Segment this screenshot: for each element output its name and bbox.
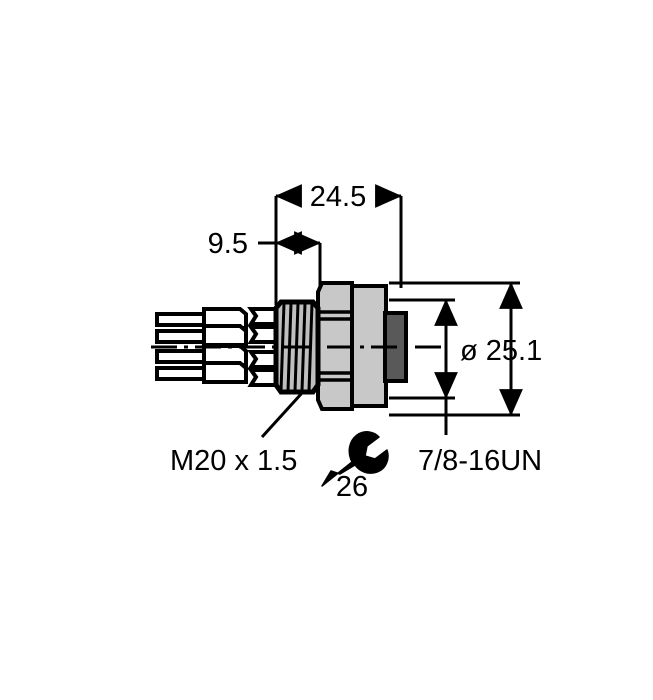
- label-wrench-size: 26: [336, 471, 368, 503]
- wire-outer-sleeve: [155, 329, 209, 344]
- wire-row: [155, 344, 248, 367]
- dimension-thread-length: 9.5: [208, 228, 322, 288]
- dimension-label-thread-length: 9.5: [208, 228, 248, 260]
- wire-terminal: [202, 361, 248, 384]
- wire-row: [155, 307, 248, 330]
- label-front-thread: 7/8-16UN: [418, 445, 542, 477]
- leader-rear-thread-label: [260, 391, 304, 439]
- wire-row: [155, 361, 248, 384]
- label-rear-thread: M20 x 1.5: [170, 445, 297, 477]
- dimension-label-outer-diameter: ø 25.1: [460, 335, 542, 367]
- wire-group: [155, 307, 248, 384]
- wire-outer-sleeve: [155, 366, 209, 381]
- wrench-icon-glyph: [321, 431, 389, 487]
- wire-outer-sleeve: [155, 349, 209, 364]
- dimension-label-overall-length: 24.5: [310, 181, 366, 213]
- wrench-icon: [321, 431, 389, 487]
- dimension-outer-diameter: ø 25.1: [389, 281, 542, 417]
- wire-row: [155, 324, 248, 347]
- wire-outer-sleeve: [155, 312, 209, 327]
- wire-terminal: [202, 324, 248, 347]
